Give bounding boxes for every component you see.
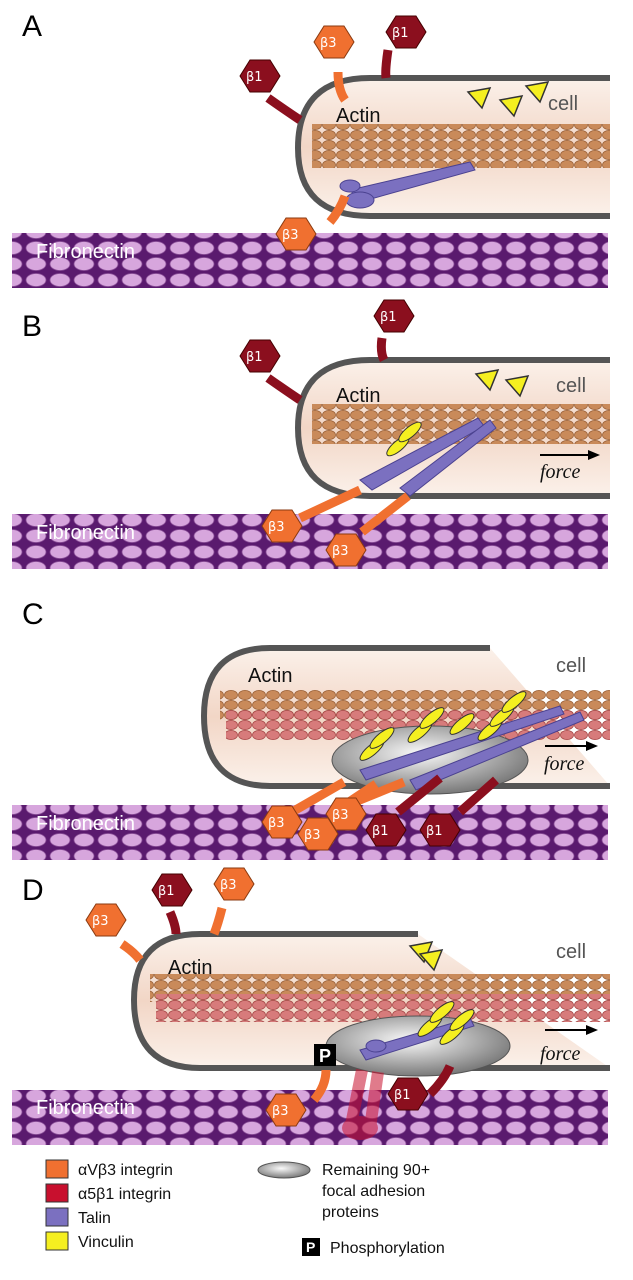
actin-label: Actin <box>336 105 380 127</box>
force-label: force <box>544 753 584 775</box>
integrin-label: β3 <box>304 828 321 843</box>
actin-label: Actin <box>168 957 212 979</box>
integrin-label: β1 <box>246 350 263 365</box>
integrin-b3: β3 <box>313 25 355 103</box>
legend-label: proteins <box>322 1204 379 1221</box>
legend-label: Remaining 90+ <box>322 1162 430 1179</box>
integrin-b1: β1 <box>151 873 193 935</box>
integrin-b3: β3 <box>275 194 350 251</box>
integrin-label: β1 <box>372 824 389 839</box>
integrin-label: β1 <box>380 310 397 325</box>
integrin-b3: β3 <box>85 903 144 963</box>
fibronectin-label: Fibronectin <box>36 522 135 544</box>
fibronectin-label: Fibronectin <box>36 1097 135 1119</box>
actin-filament <box>312 124 610 168</box>
integrin-b1: β1 <box>373 299 415 363</box>
legend-item-vinculin: Vinculin <box>45 1231 134 1251</box>
fibronectin-strip <box>12 514 608 569</box>
legend-label: focal adhesion <box>322 1183 425 1200</box>
talin <box>359 417 497 497</box>
panel-letter: D <box>22 874 44 907</box>
actin-filament-bundle <box>156 994 610 1022</box>
talin <box>339 161 476 209</box>
force-label: force <box>540 1043 580 1065</box>
vinculin-inactive <box>474 369 530 398</box>
cell-label: cell <box>548 93 578 115</box>
phosphorylation-mark: P <box>314 1044 336 1066</box>
integrin-label: β1 <box>246 70 263 85</box>
legend-label: Phosphorylation <box>330 1240 445 1257</box>
integrin-b1: β1 <box>419 776 499 847</box>
force-arrow <box>540 450 600 460</box>
integrin-label: β3 <box>268 816 285 831</box>
legend-item-phosphorylation: P Phosphorylation <box>302 1238 445 1257</box>
integrin-b3: β3 <box>261 485 362 543</box>
cell-label: cell <box>556 941 586 963</box>
vinculin-active <box>359 691 527 761</box>
actin-label: Actin <box>336 385 380 407</box>
legend-label: α5β1 integrin <box>78 1186 171 1203</box>
legend-item-a5b1: α5β1 integrin <box>45 1183 171 1203</box>
integrin-b1: β1 <box>239 339 303 404</box>
legend-label: Vinculin <box>78 1234 134 1251</box>
integrin-label: β1 <box>392 26 409 41</box>
legend-item-avb3: αVβ3 integrin <box>45 1159 173 1179</box>
fibronectin-label: Fibronectin <box>36 813 135 835</box>
vinculin-inactive <box>466 81 550 118</box>
focal-adhesion-plaque <box>325 1015 511 1077</box>
integrin-b1: β1 <box>387 1064 455 1111</box>
integrin-b3: β3 <box>325 777 406 831</box>
integrin-label: β3 <box>320 36 337 51</box>
force-arrow <box>545 741 598 751</box>
integrin-label: β1 <box>394 1088 411 1103</box>
legend: αVβ3 integrin α5β1 integrin Talin Vincul… <box>45 1159 445 1257</box>
integrin-b3: β3 <box>209 867 255 936</box>
force-label: force <box>540 461 580 483</box>
talin <box>359 705 585 791</box>
vinculin-active <box>386 421 422 457</box>
talin <box>359 1017 475 1061</box>
vinculin-active <box>417 1001 475 1045</box>
integrin-b3: β3 <box>325 492 411 567</box>
panel-b: B Fibronectin Actin cell force β1 <box>12 299 610 569</box>
force-arrow <box>545 1025 598 1035</box>
integrin-b3: β3 <box>265 1069 331 1127</box>
phospho-label: P <box>319 1046 331 1066</box>
released-integrin <box>342 1068 384 1140</box>
panel-a: A Fibronectin Actin cell β1 β3 <box>12 10 610 288</box>
integrin-label: β3 <box>92 914 109 929</box>
integrin-label: β3 <box>332 544 349 559</box>
actin-label: Actin <box>248 665 292 687</box>
panel-c: C Fibronectin Actin cell force <box>12 598 610 860</box>
panel-letter: A <box>22 10 42 43</box>
integrin-label: β3 <box>220 878 237 893</box>
integrin-b1: β1 <box>365 774 443 847</box>
integrin-label: β1 <box>158 884 175 899</box>
integrin-label: β3 <box>332 808 349 823</box>
legend-label: αVβ3 integrin <box>78 1162 173 1179</box>
integrin-label: β3 <box>272 1104 289 1119</box>
fibronectin-strip <box>12 1090 608 1145</box>
integrin-b1: β1 <box>239 59 303 124</box>
cell-label: cell <box>556 375 586 397</box>
integrin-label: β1 <box>426 824 443 839</box>
phospho-label: P <box>306 1239 315 1255</box>
cell-label: cell <box>556 655 586 677</box>
legend-label: Talin <box>78 1210 111 1227</box>
integrin-label: β3 <box>282 228 299 243</box>
panel-letter: C <box>22 598 44 631</box>
integrin-b1: β1 <box>381 15 427 79</box>
panel-letter: B <box>22 310 42 343</box>
vinculin-inactive <box>408 941 444 972</box>
integrin-label: β3 <box>268 520 285 535</box>
legend-item-other-proteins: Remaining 90+ focal adhesion proteins <box>257 1161 430 1221</box>
legend-item-talin: Talin <box>45 1207 111 1227</box>
panel-d: D Fibronectin Actin cell force <box>12 867 610 1145</box>
integrin-b3: β3 <box>261 778 347 839</box>
fibronectin-label: Fibronectin <box>36 241 135 263</box>
